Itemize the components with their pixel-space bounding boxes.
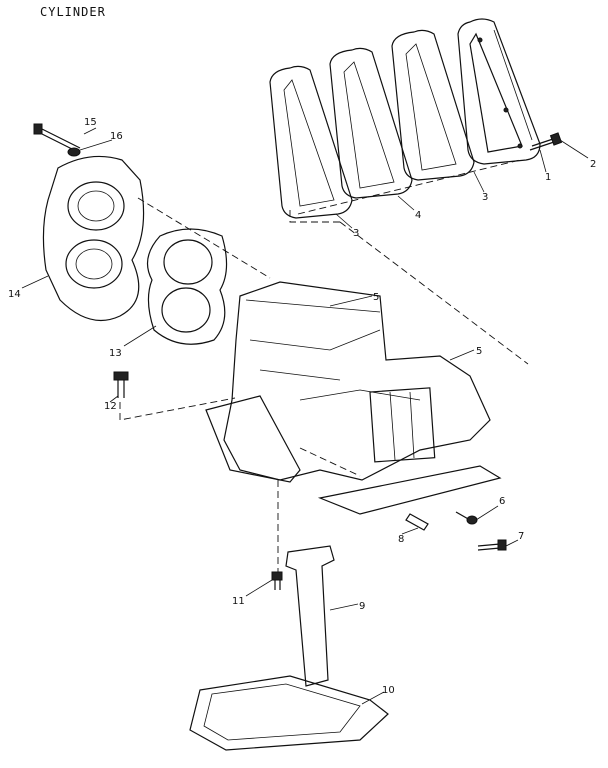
callout-7: 7 (518, 531, 524, 542)
diagram-title: CYLINDER (40, 5, 106, 19)
callout-14: 14 (8, 289, 21, 300)
gasket-10 (189, 675, 389, 751)
gasket-3-front (391, 29, 475, 181)
head-gasket-13 (146, 228, 228, 345)
plug-6 (455, 511, 478, 525)
screw-12 (113, 371, 129, 398)
washer-16 (67, 147, 81, 157)
screw-7 (477, 539, 507, 551)
gasket-3-rear (269, 65, 353, 219)
pin-8 (405, 513, 429, 531)
callout-6: 6 (499, 496, 505, 507)
callout-13: 13 (109, 348, 122, 359)
callout-3: 3 (482, 192, 488, 203)
exhaust-tube-9 (285, 545, 335, 687)
callout-1: 1 (545, 172, 551, 183)
cylinder-head-14 (42, 155, 145, 322)
callout-10: 10 (382, 685, 395, 696)
callout-5: 5 (373, 292, 379, 303)
gasket-4 (329, 47, 413, 199)
leader-lines (21, 127, 589, 705)
exhaust-cover-1 (457, 18, 541, 165)
callout-3: 3 (353, 228, 359, 239)
callout-4: 4 (415, 210, 421, 221)
screw-11 (271, 571, 283, 590)
callout-12: 12 (104, 401, 117, 412)
cylinder-block-5 (205, 281, 502, 515)
callout-11: 11 (232, 596, 245, 607)
callout-16: 16 (110, 131, 123, 142)
callout-5: 5 (476, 346, 482, 357)
callout-15: 15 (84, 117, 97, 128)
callout-9: 9 (359, 601, 365, 612)
bolt-2 (529, 132, 563, 151)
callout-2: 2 (590, 159, 596, 170)
callout-8: 8 (398, 534, 404, 545)
